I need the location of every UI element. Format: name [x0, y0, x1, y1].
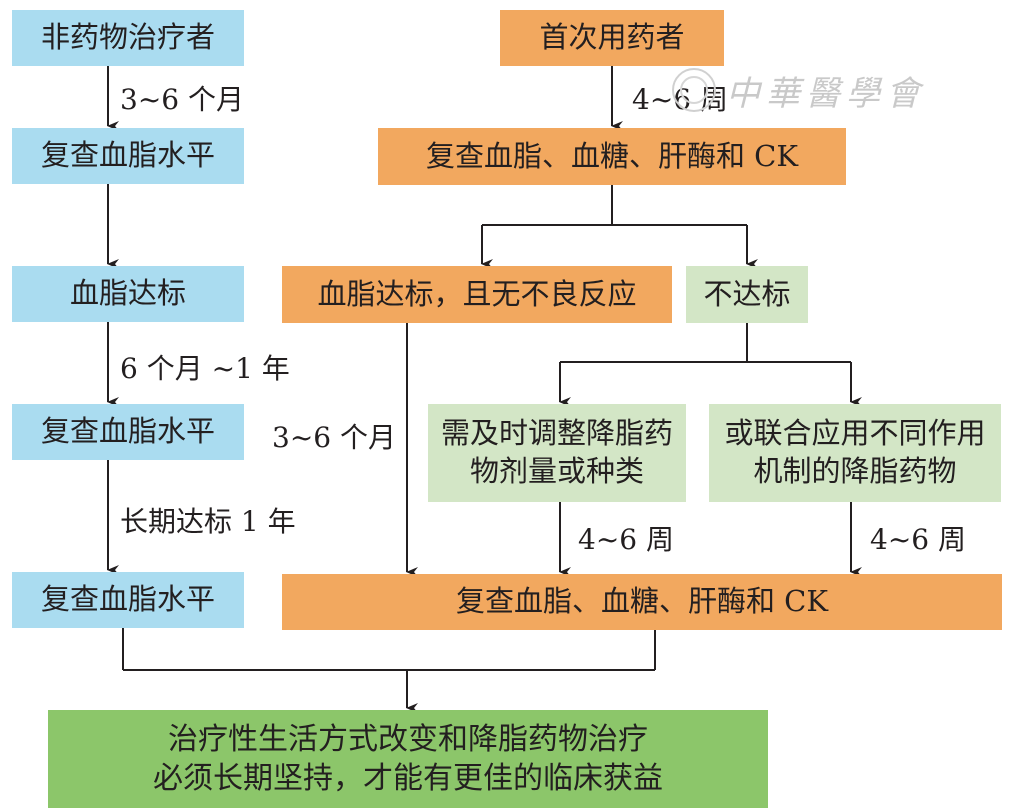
adjust-dose-box: 需及时调整降脂药物剂量或种类	[428, 404, 686, 502]
right-check-1-box: 复查血脂、血糖、肝酶和 CK	[378, 128, 846, 185]
combine-interval: 4~6 周	[870, 523, 966, 556]
final-line-2: 必须长期坚持，才能有更佳的临床获益	[153, 761, 663, 796]
first-medication-box: 首次用药者	[500, 10, 724, 66]
left-check-3-box: 复查血脂水平	[12, 572, 244, 628]
target-no-adverse-box: 血脂达标，且无不良反应	[282, 266, 672, 323]
adjust-interval: 4~6 周	[578, 523, 674, 556]
left-check-1-box: 复查血脂水平	[12, 128, 244, 184]
left-interval-1: 3~6 个月	[120, 83, 244, 116]
combine-drugs-box: 或联合应用不同作用机制的降脂药物	[709, 404, 1001, 502]
left-interval-2: 6 个月 ~1 年	[120, 352, 290, 385]
ok-interval: 3~6 个月	[272, 421, 396, 454]
final-recommendation-box: 治疗性生活方式改变和降脂药物治疗 必须长期坚持，才能有更佳的临床获益	[48, 710, 768, 808]
left-check-2-box: 复查血脂水平	[12, 404, 244, 460]
right-check-2-box: 复查血脂、血糖、肝酶和 CK	[282, 574, 1002, 630]
watermark-text: 中華醫學會	[726, 73, 926, 114]
left-target-box: 血脂达标	[12, 266, 244, 322]
not-target-box: 不达标	[686, 266, 808, 323]
left-interval-3: 长期达标 1 年	[120, 505, 296, 538]
nondrug-patient-box: 非药物治疗者	[12, 10, 244, 66]
watermark: 中華醫學會	[672, 64, 962, 116]
final-line-1: 治疗性生活方式改变和降脂药物治疗	[168, 722, 648, 757]
seal-icon	[672, 68, 716, 112]
